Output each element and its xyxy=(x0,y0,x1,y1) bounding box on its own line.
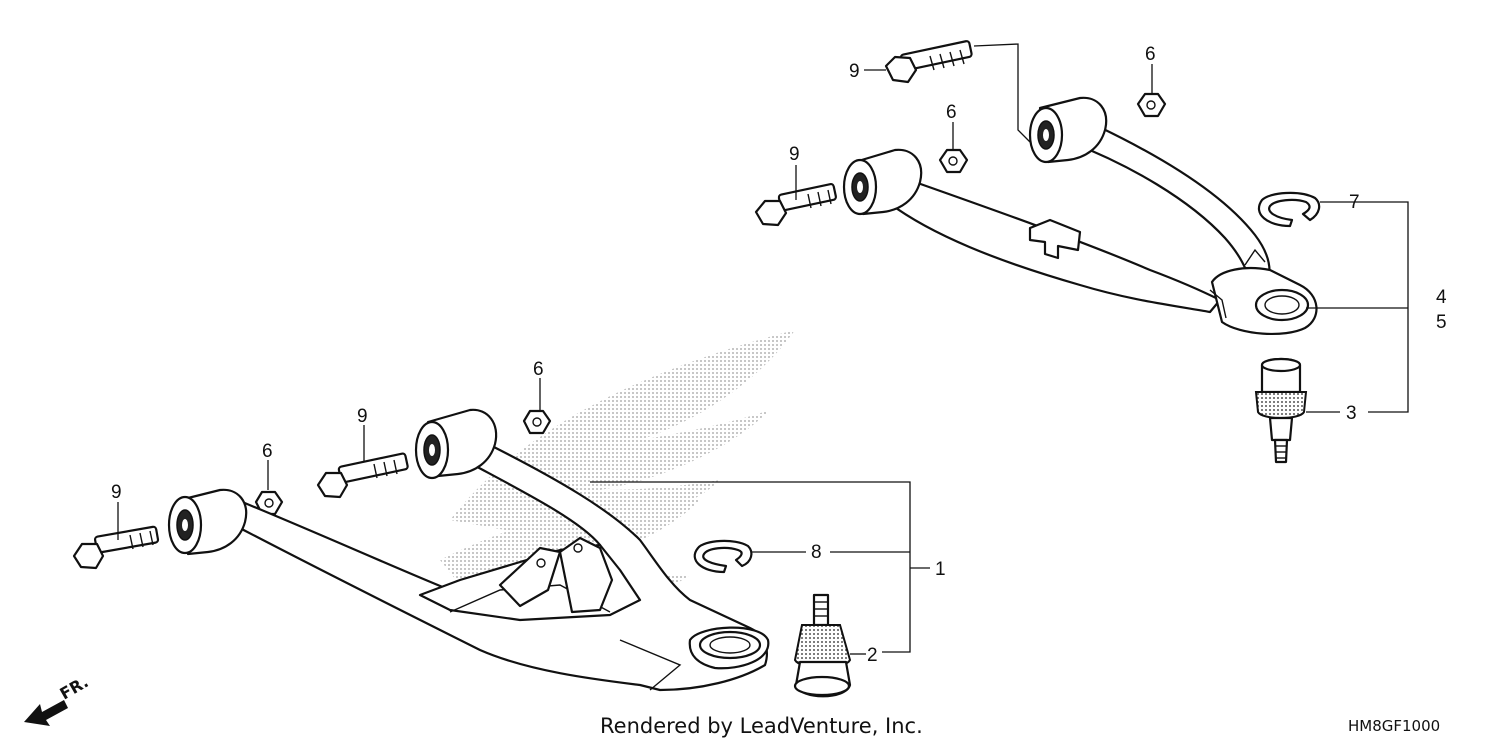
nut-lower-rear xyxy=(522,409,552,435)
callout-3: 3 xyxy=(1346,403,1357,424)
callout-6-upper-rear: 6 xyxy=(1145,44,1156,65)
nut-upper-front xyxy=(938,148,969,174)
callout-6-lower-front: 6 xyxy=(262,441,273,462)
diagram-code: HM8GF1000 xyxy=(1348,717,1440,735)
callout-2: 2 xyxy=(867,645,878,666)
callout-8: 8 xyxy=(811,542,822,563)
bolt-upper-front xyxy=(754,182,837,227)
nut-upper-rear xyxy=(1136,92,1167,118)
callout-5: 5 xyxy=(1436,312,1447,333)
callout-1: 1 xyxy=(935,559,946,580)
front-arrow-icon xyxy=(24,700,68,726)
lower-arm-assembly xyxy=(72,408,852,698)
callout-9-upper-front: 9 xyxy=(789,144,800,165)
bolt-lower-front xyxy=(72,525,160,570)
callout-7: 7 xyxy=(1349,192,1360,213)
callout-9-upper-rear: 9 xyxy=(849,61,860,82)
front-label: FR. xyxy=(57,672,92,703)
upper-rear-bushing xyxy=(1028,96,1108,164)
callouts: 9 6 6 9 7 4 5 3 6 9 6 9 8 1 2 xyxy=(111,44,1447,666)
callout-6-upper-front: 6 xyxy=(946,102,957,123)
front-direction-marker: FR. xyxy=(24,672,92,726)
ball-joint-upper xyxy=(1254,357,1308,464)
credit-text: Rendered by LeadVenture, Inc. xyxy=(600,714,923,738)
callout-6-lower-rear: 6 xyxy=(533,359,544,380)
upper-front-bushing xyxy=(842,148,923,216)
callout-9-lower-rear: 9 xyxy=(357,406,368,427)
bolt-lower-rear xyxy=(316,452,409,499)
callout-4: 4 xyxy=(1436,287,1447,308)
lower-front-bushing xyxy=(167,488,248,556)
lower-rear-bushing xyxy=(414,408,498,480)
circlip-lower xyxy=(693,539,753,574)
callout-9-lower-front: 9 xyxy=(111,482,122,503)
leader-lines xyxy=(117,43,1409,655)
bolt-upper-rear xyxy=(884,40,973,84)
ball-joint-lower xyxy=(793,593,852,698)
upper-arm-assembly xyxy=(754,40,1321,464)
circlip-upper xyxy=(1257,191,1321,228)
